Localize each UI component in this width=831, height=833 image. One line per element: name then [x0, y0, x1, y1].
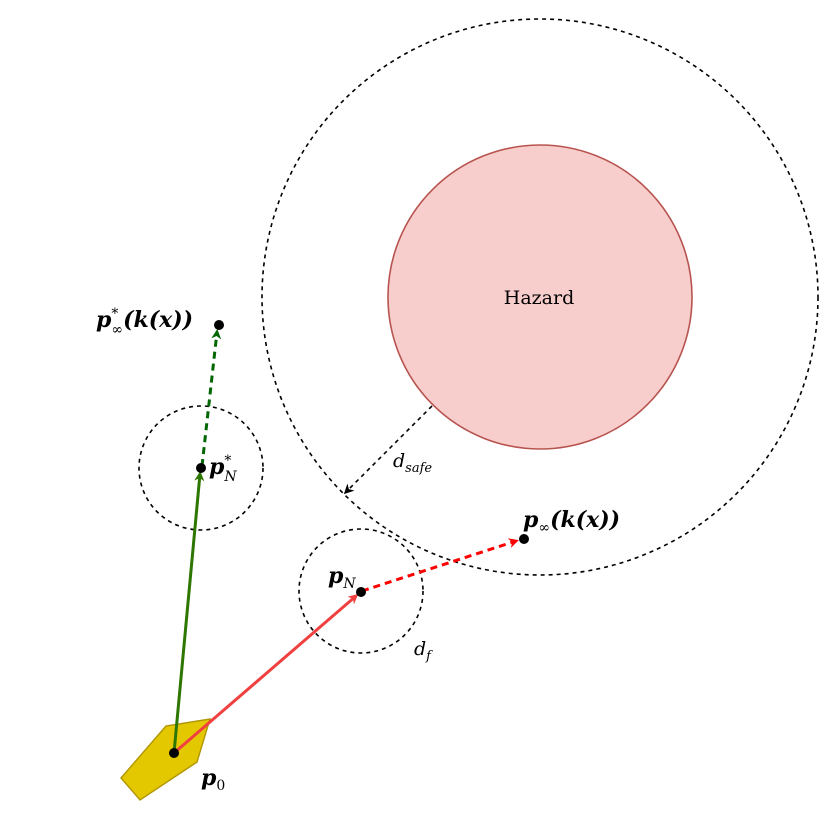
- point-p-inf: [519, 534, 529, 544]
- terminal-tolerance-circle: [298, 528, 424, 654]
- d-safe-arrow: [343, 405, 433, 495]
- label-p-inf: p∞(k(x)): [523, 507, 620, 536]
- vessel-icon: [120, 718, 211, 801]
- hazard-circle: [387, 144, 693, 450]
- d-safe-label: dsafe: [393, 450, 432, 476]
- point-p-inf-star: [214, 320, 224, 330]
- point-p0: [169, 748, 179, 758]
- terminal-tolerance-circle-star: [138, 405, 264, 531]
- trajectory-arrow: [173, 594, 359, 755]
- label-pN: pN: [328, 563, 356, 592]
- point-pN: [356, 587, 366, 597]
- optimal-terminal-arrow: [200, 329, 222, 467]
- d-f-label: df: [414, 638, 433, 664]
- safety-boundary-circle: [261, 18, 819, 576]
- label-pN-star: p*N: [209, 453, 237, 485]
- point-pN-star: [196, 463, 206, 473]
- label-p-inf-star: p*∞(k(x)): [96, 306, 193, 338]
- optimal-trajectory-arrow: [172, 471, 205, 754]
- terminal-arrow: [361, 538, 519, 593]
- hazard-label: Hazard: [504, 287, 574, 309]
- label-p0: p0: [201, 765, 225, 794]
